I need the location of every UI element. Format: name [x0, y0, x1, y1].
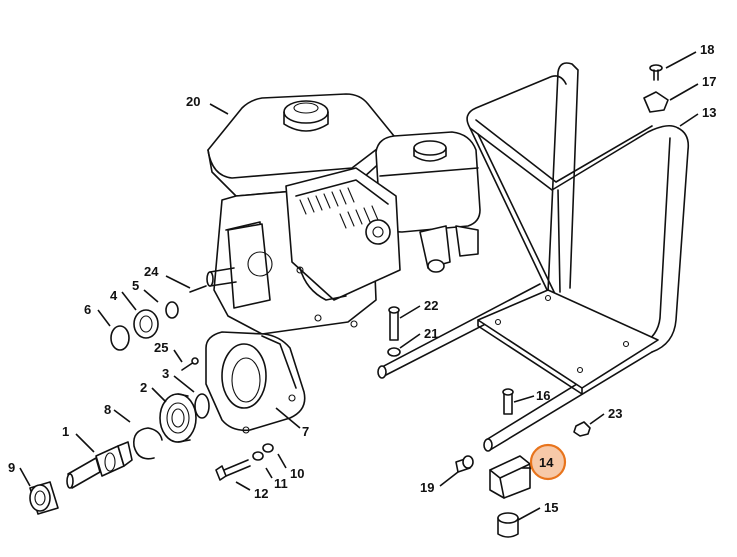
highlight-marker-14[interactable]	[529, 443, 567, 481]
label-18: 18	[700, 42, 714, 57]
callout-labels: 20 24 5 4 6 25 3 2 8 1 9 7 10 11 12 22 2…	[8, 42, 716, 515]
bolt-22	[388, 306, 400, 341]
label-9: 9	[8, 460, 15, 475]
label-4: 4	[110, 288, 118, 303]
grommet-17	[643, 91, 669, 113]
label-3: 3	[162, 366, 169, 381]
bolt-16	[502, 388, 514, 415]
rubber-foot-14	[489, 455, 531, 499]
label-16: 16	[536, 388, 550, 403]
label-17: 17	[702, 74, 716, 89]
shaft-sleeve	[29, 481, 59, 515]
seal-4	[133, 309, 159, 339]
frame-tube	[377, 62, 690, 452]
washer-11	[252, 451, 264, 461]
label-6: 6	[84, 302, 91, 317]
shroud-slots	[299, 187, 379, 229]
impeller-shaft	[66, 441, 133, 489]
label-21: 21	[424, 326, 438, 341]
label-20: 20	[186, 94, 200, 109]
label-5: 5	[132, 278, 139, 293]
washer-21	[387, 347, 401, 357]
nut-10	[262, 443, 274, 453]
bearing-2	[159, 393, 197, 443]
circlip	[132, 427, 163, 460]
label-22: 22	[424, 298, 438, 313]
leader-lines	[19, 51, 699, 521]
label-11: 11	[274, 476, 288, 491]
screw-25	[181, 357, 199, 371]
o-ring-6	[110, 325, 130, 351]
pump-housing	[205, 331, 306, 434]
label-13: 13	[702, 105, 716, 120]
label-1: 1	[62, 424, 69, 439]
label-14: 14	[539, 455, 554, 470]
label-8: 8	[104, 402, 111, 417]
label-24: 24	[144, 264, 159, 279]
label-2: 2	[140, 380, 147, 395]
rubber-buffer-15	[497, 512, 519, 538]
bolt-12	[215, 459, 251, 481]
o-ring-5	[165, 301, 179, 319]
label-12: 12	[254, 486, 268, 501]
label-19: 19	[420, 480, 434, 495]
label-10: 10	[290, 466, 304, 481]
retaining-ring	[194, 393, 210, 419]
engine	[206, 93, 481, 335]
screw-18	[649, 64, 663, 81]
plug-19	[455, 455, 474, 473]
label-23: 23	[608, 406, 622, 421]
label-25: 25	[154, 340, 168, 355]
nut-23	[573, 421, 591, 437]
label-15: 15	[544, 500, 558, 515]
label-7: 7	[302, 424, 309, 439]
pin-24	[189, 285, 207, 293]
mounting-plate	[477, 289, 659, 395]
